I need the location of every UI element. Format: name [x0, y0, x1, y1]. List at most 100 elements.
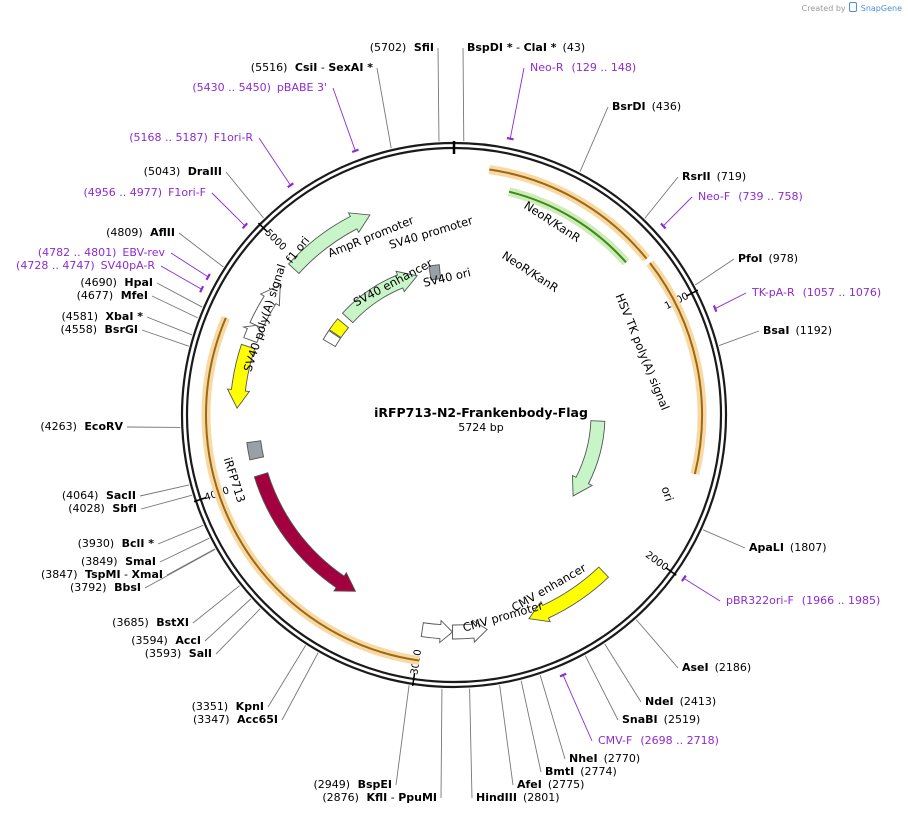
restriction-site[interactable]: (4581) XbaI * [61, 310, 143, 323]
restriction-site[interactable]: BmtI(2774) [545, 765, 617, 778]
primer-label[interactable]: (4782 .. 4801)EBV-rev [38, 246, 166, 259]
restriction-site[interactable]: (4558) BsrGI [60, 323, 138, 336]
connector-line [151, 295, 198, 319]
restriction-site[interactable]: (2949) BspEI [314, 778, 393, 791]
site-name: HindIII [476, 791, 517, 804]
primer-label[interactable]: CMV-F(2698 .. 2718) [598, 734, 719, 747]
restriction-site[interactable]: ApaLI(1807) [749, 541, 827, 554]
restriction-site[interactable]: AfeI(2775) [517, 778, 584, 791]
connector-line [694, 258, 735, 286]
restriction-site[interactable]: (3594) AccI [131, 634, 201, 647]
feature-neor-kanr[interactable] [571, 420, 606, 497]
orf-arc [508, 190, 627, 264]
site-position: (1192) [795, 324, 832, 337]
site-name: MfeI [121, 289, 148, 302]
site-position: (3347) [193, 713, 233, 726]
primer-name: SV40pA-R [101, 259, 156, 272]
site-separator: - [387, 791, 398, 804]
restriction-site[interactable]: AseI(2186) [682, 661, 751, 674]
primer-connector [258, 137, 291, 186]
restriction-site[interactable]: (4677) MfeI [77, 289, 148, 302]
feature-ori[interactable] [528, 566, 610, 623]
restriction-site[interactable]: (5516) CsiI - SexAI * [251, 61, 373, 74]
restriction-site[interactable]: SnaBI(2519) [622, 713, 700, 726]
restriction-site[interactable]: BsaI(1192) [763, 324, 832, 337]
restriction-site[interactable]: PfoI(978) [738, 252, 798, 265]
orf-arc [205, 317, 420, 662]
feature-sv40-poly-a-signal[interactable] [246, 440, 265, 461]
site-separator: - [317, 61, 328, 74]
primer-name: F1ori-R [214, 131, 254, 144]
feature-neor-kanr[interactable] [341, 270, 419, 324]
site-name: SalI [189, 647, 212, 660]
restriction-site[interactable]: (3847) TspMI - XmaI [41, 568, 163, 581]
feature-sv40-enhancer[interactable] [322, 329, 342, 348]
restriction-site[interactable]: (4028) SbfI [68, 502, 137, 515]
restriction-site[interactable]: (3930) BclI * [78, 537, 155, 550]
feature-ampr-promoter[interactable] [241, 324, 266, 344]
primer-mark [660, 222, 667, 230]
primer-connector [170, 252, 209, 278]
primer-label[interactable]: (4728 .. 4747)SV40pA-R [16, 259, 155, 272]
tick-mark [411, 672, 416, 686]
primer-label[interactable]: Neo-F(739 .. 758) [698, 190, 803, 203]
restriction-site[interactable]: (4263) EcoRV [40, 420, 123, 433]
feature-hsv-tk-poly-a-signal[interactable] [428, 264, 442, 281]
restriction-site[interactable]: (4809) AflII [106, 226, 175, 239]
site-name: XbaI * [106, 310, 144, 323]
restriction-site[interactable]: (4690) HpaI [80, 276, 153, 289]
restriction-site[interactable]: (2876) KflI - PpuMI [322, 791, 437, 804]
restriction-site[interactable]: (4064) SacII [62, 489, 136, 502]
connector-line [159, 537, 210, 563]
restriction-site[interactable]: (3351) KpnI [192, 700, 264, 713]
orf-arcs [201, 165, 707, 666]
restriction-site[interactable]: (3849) SmaI [81, 555, 156, 568]
restriction-site[interactable]: HindIII(2801) [476, 791, 560, 804]
restriction-site[interactable]: (3792) BbsI [70, 581, 141, 594]
restriction-site[interactable]: (5043) DraIII [144, 165, 222, 178]
feature-irfp713[interactable] [253, 472, 357, 592]
restriction-site[interactable]: (3593) SalI [145, 647, 212, 660]
connector-line [584, 655, 619, 721]
restriction-site[interactable]: (3347) Acc65I [193, 713, 278, 726]
primer-name: pBABE 3' [277, 81, 327, 94]
feature-neor-kanr[interactable] [287, 212, 371, 275]
restriction-site[interactable]: RsrII(719) [682, 170, 746, 183]
feature-f1-ori[interactable] [226, 343, 256, 410]
label-connector-lines [126, 47, 760, 799]
feature-label: HSV TK poly(A) signal [613, 291, 673, 412]
primer-label[interactable]: (4956 .. 4977)F1ori-F [84, 186, 207, 199]
restriction-site[interactable]: NheI(2770) [569, 752, 640, 765]
restriction-site[interactable]: BsrDI(436) [612, 100, 681, 113]
connector-line [499, 685, 514, 786]
primer-mark [351, 148, 359, 154]
primer-mark [205, 273, 211, 281]
feature-sv40-promoter[interactable] [249, 284, 281, 329]
primer-label[interactable]: (5430 .. 5450)pBABE 3' [192, 81, 327, 94]
primer-label[interactable]: Neo-R(129 .. 148) [530, 61, 636, 74]
site-name: SacII [106, 489, 136, 502]
primer-connector [211, 192, 246, 227]
restriction-site[interactable]: NdeI(2413) [645, 695, 716, 708]
site-position: (1807) [790, 541, 827, 554]
primer-mark [559, 672, 567, 678]
restriction-site[interactable]: (5702) SfiI [370, 41, 434, 54]
feature-cmv-promoter[interactable] [420, 619, 454, 644]
primer-mark [506, 136, 514, 141]
primer-label[interactable]: TK-pA-R(1057 .. 1076) [751, 286, 881, 299]
restriction-site-labels: BspDI * - ClaI *(43) BsrDI(436) RsrII(719)… [40, 41, 832, 804]
feature-sv40-ori[interactable] [328, 318, 350, 339]
feature-arrows [226, 212, 610, 644]
primer-label[interactable]: pBR322ori-F(1966 .. 1985) [726, 594, 880, 607]
site-position: (4809) [106, 226, 146, 239]
restriction-site[interactable]: (3685) BstXI [112, 616, 189, 629]
connector-line [156, 282, 203, 308]
primer-range: (4956 .. 4977) [84, 186, 163, 199]
feature-label: SV40 poly(A) signal [241, 262, 289, 373]
restriction-site[interactable]: BspDI * - ClaI *(43) [467, 41, 585, 54]
connector-line [140, 494, 193, 510]
primer-range: (1966 .. 1985) [802, 594, 881, 607]
site-name: KflI [366, 791, 387, 804]
primer-label[interactable]: (5168 .. 5187)F1ori-R [129, 131, 253, 144]
